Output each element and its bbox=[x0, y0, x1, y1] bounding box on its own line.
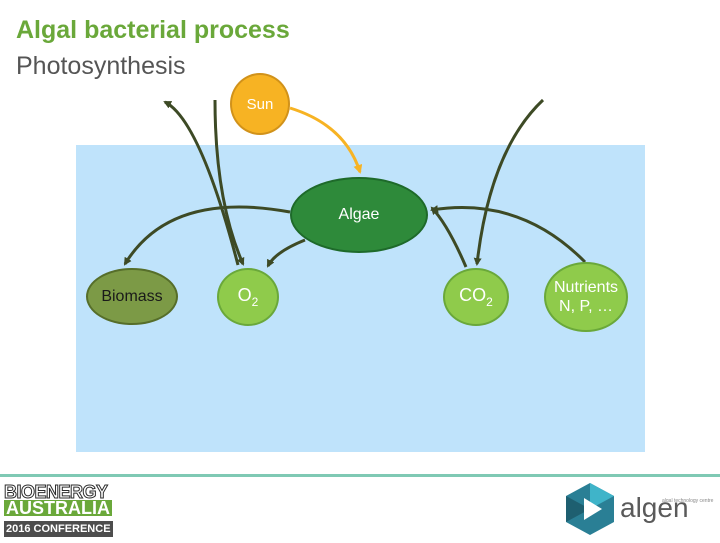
algen-logo-icon bbox=[566, 483, 614, 535]
nutrients-line1: Nutrients bbox=[553, 279, 619, 296]
algen-logo: algen algal technology centre bbox=[562, 480, 720, 538]
arrow-co2-input bbox=[473, 98, 545, 266]
nutrients-node: Nutrients N, P, … bbox=[544, 262, 628, 332]
conference-logo-line2: AUSTRALIA bbox=[4, 498, 112, 518]
footer-divider bbox=[0, 474, 720, 477]
algen-logo-tagline: algal technology centre bbox=[662, 498, 714, 504]
arrow-o2-release bbox=[163, 100, 240, 266]
o2-main: O bbox=[237, 285, 252, 305]
co2-main: CO bbox=[459, 285, 487, 305]
arrow-nutrients-to-algae bbox=[430, 205, 587, 264]
conference-logo-line1: BIOENERGY bbox=[4, 482, 109, 502]
nutrients-line2: N, P, … bbox=[559, 298, 613, 315]
biomass-label: Biomass bbox=[101, 287, 163, 305]
o2-node: O2 bbox=[217, 268, 279, 326]
biomass-node: Biomass bbox=[86, 268, 178, 325]
arrow-algae-to-o2 bbox=[266, 238, 306, 268]
algen-logo-name: algen bbox=[620, 492, 689, 523]
arrow-algae-to-biomass bbox=[123, 205, 291, 266]
page-title: Algal bacterial process bbox=[16, 16, 290, 44]
page-subtitle: Photosynthesis bbox=[16, 52, 186, 80]
sun-node: Sun bbox=[230, 73, 290, 135]
co2-subscript: 2 bbox=[486, 295, 493, 309]
o2-label: O2 bbox=[238, 285, 259, 309]
algae-label: Algae bbox=[338, 206, 380, 223]
algae-node: Algae bbox=[290, 177, 428, 253]
arrow-sun-to-algae bbox=[289, 106, 363, 174]
conference-logo-line3: 2016 CONFERENCE bbox=[4, 521, 113, 537]
conference-logo: BIOENERGY AUSTRALIA 2016 CONFERENCE bbox=[4, 482, 138, 537]
arrow-co2-to-algae bbox=[430, 206, 468, 268]
co2-label: CO2 bbox=[459, 285, 493, 309]
nutrients-label: Nutrients N, P, … bbox=[554, 278, 618, 316]
co2-node: CO2 bbox=[443, 268, 509, 326]
arrow-air-to-o2 bbox=[213, 99, 245, 266]
sun-label: Sun bbox=[246, 95, 274, 113]
o2-subscript: 2 bbox=[251, 295, 259, 309]
